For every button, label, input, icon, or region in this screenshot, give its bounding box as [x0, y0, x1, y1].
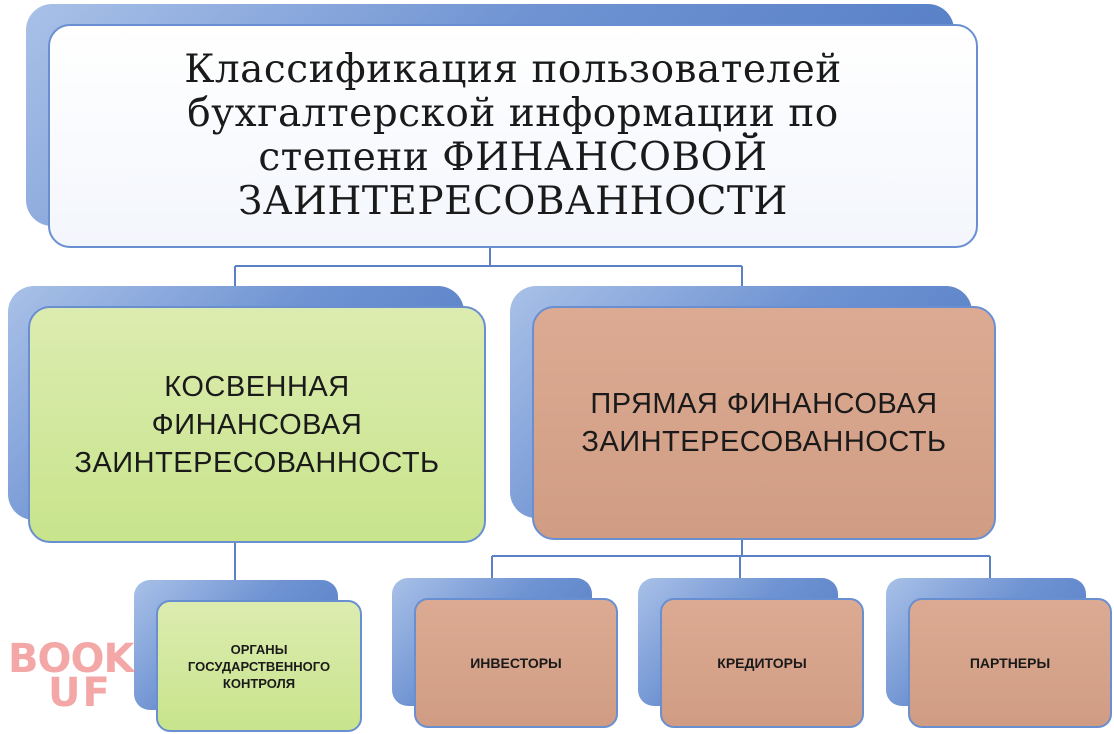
title-box: Классификация пользователей бухгалтерско… — [48, 24, 978, 248]
title-line-2: бухгалтерской информации по — [187, 91, 839, 136]
indirect-line-3: ЗАИНТЕРЕСОВАННОСТЬ — [74, 446, 440, 479]
title-line-3: степени ФИНАНСОВОЙ — [258, 135, 768, 180]
gov-control-box: ОРГАНЫ ГОСУДАРСТВЕННОГО КОНТРОЛЯ — [156, 600, 362, 732]
partners-label: ПАРТНЕРЫ — [969, 655, 1051, 671]
creditors-box: КРЕДИТОРЫ — [660, 598, 864, 728]
indirect-line-2: ФИНАНСОВАЯ — [151, 408, 363, 441]
indirect-interest-box: КОСВЕННАЯ ФИНАНСОВАЯ ЗАИНТЕРЕСОВАННОСТЬ — [28, 306, 486, 543]
gov-line-1: ОРГАНЫ — [230, 641, 288, 657]
connector-direct-to-leaves — [491, 540, 991, 580]
direct-interest-box: ПРЯМАЯ ФИНАНСОВАЯ ЗАИНТЕРЕСОВАННОСТЬ — [532, 306, 996, 540]
indirect-line-1: КОСВЕННАЯ — [164, 370, 350, 403]
direct-line-1: ПРЯМАЯ ФИНАНСОВАЯ — [590, 388, 938, 420]
partners-box: ПАРТНЕРЫ — [908, 598, 1112, 728]
gov-line-2: ГОСУДАРСТВЕННОГО — [187, 658, 331, 674]
connector-title-to-branches — [234, 248, 743, 290]
direct-line-2: ЗАИНТЕРЕСОВАННОСТЬ — [581, 426, 947, 458]
title-line-4: ЗАИНТЕРЕСОВАННОСТИ — [238, 179, 788, 224]
investors-label: ИНВЕСТОРЫ — [470, 655, 562, 671]
creditors-label: КРЕДИТОРЫ — [717, 655, 807, 671]
investors-box: ИНВЕСТОРЫ — [414, 598, 618, 728]
title-line-1: Классификация пользователей — [184, 47, 842, 92]
gov-line-3: КОНТРОЛЯ — [222, 675, 296, 691]
